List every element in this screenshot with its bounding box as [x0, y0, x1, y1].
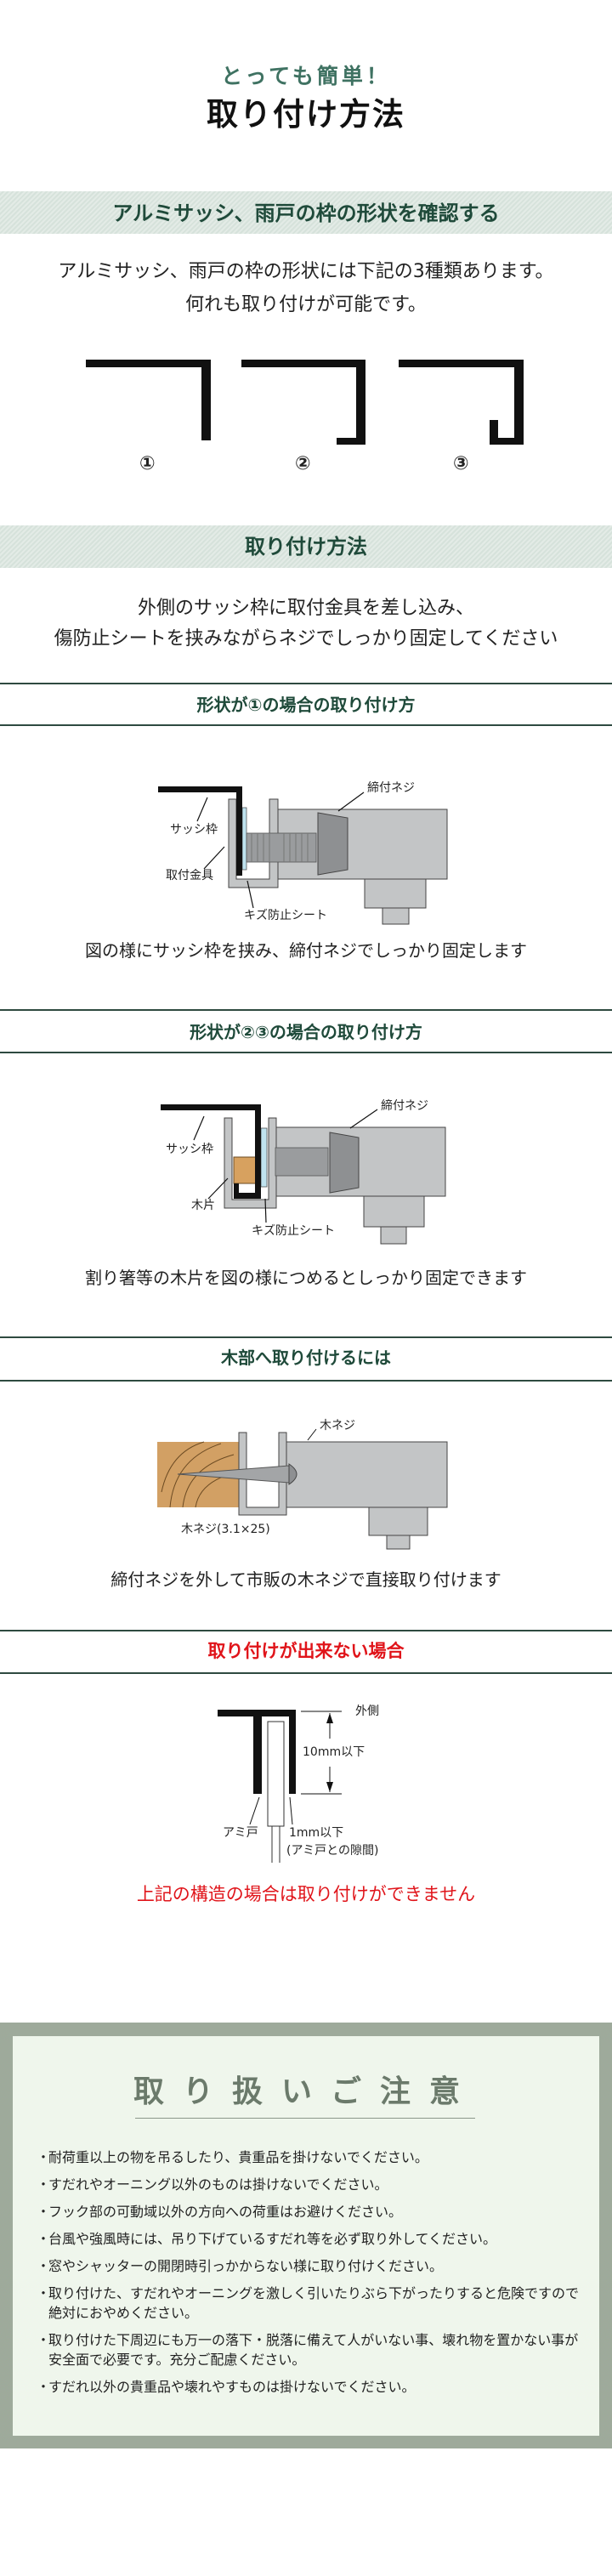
- notice-item: フック部の可動域以外の方向への荷重はお避けください。: [37, 2202, 589, 2221]
- not-possible-caption: 上記の構造の場合は取り付けができません: [136, 1884, 476, 1904]
- divider: [0, 1009, 612, 1011]
- shape-number-3: ③: [453, 453, 469, 474]
- frame-shapes-diagram: [86, 360, 524, 445]
- not-possible-label-gap-note: (アミ戸との隙間): [286, 1844, 379, 1858]
- case23-heading: 形状が②③の場合の取り付け方: [190, 1022, 422, 1042]
- not-possible-label-gap: 1mm以下: [289, 1826, 344, 1840]
- notice-item: すだれやオーニング以外のものは掛けないでください。: [37, 2175, 589, 2194]
- wood-piece: [233, 1156, 257, 1184]
- not-possible-label-depth: 10mm以下: [303, 1745, 366, 1759]
- wood-caption: 締付ネジを外して市販の木ネジで直接取り付けます: [110, 1569, 502, 1590]
- case1-label-sash: サッシ枠: [170, 823, 218, 837]
- case1-label-sheet: キズ防止シート: [244, 909, 327, 922]
- case1-heading: 形状が①の場合の取り付け方: [196, 695, 416, 715]
- frame-check-line-1: アルミサッシ、雨戸の枠の形状には下記の3種類あります。: [58, 261, 554, 282]
- divider: [0, 1336, 612, 1338]
- divider: [0, 1672, 612, 1674]
- not-possible-label-screen: アミ戸: [223, 1826, 258, 1840]
- divider: [0, 724, 612, 726]
- case23-diagram: [161, 1104, 446, 1245]
- frame-shape-3: [399, 360, 524, 445]
- tighten-knob: [317, 812, 348, 876]
- not-possible-diagram: [218, 1710, 342, 1863]
- case1-diagram: [158, 786, 448, 925]
- notice-item: 窓やシャッターの開閉時引っかからない様に取り付けください。: [37, 2256, 589, 2276]
- case1-label-bracket: 取付金具: [166, 869, 213, 882]
- case23-label-wood: 木片: [191, 1199, 215, 1212]
- not-possible-heading: 取り付けが出来ない場合: [207, 1641, 405, 1661]
- frame-check-line-2: 何れも取り付けが可能です。: [185, 294, 427, 315]
- notice-inner: 取り扱いご注意 耐荷重以上の物を吊るしたり、貴重品を掛けないでください。 すだれ…: [13, 2036, 599, 2436]
- notice-item: 取り付けた下周辺にも万一の落下・脱落に備えて人がいない事、壊れ物を置かない事が安…: [37, 2330, 589, 2369]
- frame-shape-2: [241, 360, 366, 445]
- method-banner: 取り付け方法: [0, 525, 612, 568]
- frame-shape-1: [86, 360, 211, 440]
- not-possible-label-outside: 外側: [355, 1705, 379, 1718]
- method-line-1: 外側のサッシ枠に取付金具を差し込み、: [137, 598, 474, 619]
- notice-item: すだれ以外の貴重品や壊れやすものは掛けないでください。: [37, 2377, 589, 2397]
- notice-item: 台風や強風時には、吊り下げているすだれ等を必ず取り外してください。: [37, 2229, 589, 2249]
- header-subtitle: とっても簡単！: [221, 64, 391, 88]
- case23-label-sash: サッシ枠: [166, 1143, 213, 1156]
- shape-number-1: ①: [139, 453, 156, 474]
- wood-heading: 木部へ取り付けるには: [221, 1348, 391, 1368]
- case1-caption: 図の様にサッシ枠を挟み、締付ネジでしっかり固定します: [85, 940, 527, 961]
- page-title: 取り付け方法: [207, 96, 405, 133]
- notice-title: 取り扱いご注意: [133, 2074, 479, 2109]
- case1-label-screw: 締付ネジ: [367, 781, 415, 795]
- case23-label-sheet: キズ防止シート: [252, 1224, 335, 1238]
- method-banner-text: 取り付け方法: [245, 535, 367, 559]
- case23-caption: 割り箸等の木片を図の様につめるとしっかり固定できます: [85, 1268, 527, 1288]
- divider: [0, 1380, 612, 1382]
- wood-label-screw-size: 木ネジ(3.1×25): [181, 1523, 270, 1536]
- frame-check-banner-text: アルミサッシ、雨戸の枠の形状を確認する: [112, 201, 500, 225]
- screw-thread: [246, 832, 317, 863]
- method-line-2: 傷防止シートを挟みながらネジでしっかり固定してください: [54, 628, 558, 650]
- notice-item: 耐荷重以上の物を吊るしたり、貴重品を掛けないでください。: [37, 2148, 589, 2167]
- divider: [0, 1052, 612, 1053]
- case23-label-screw: 締付ネジ: [381, 1099, 428, 1113]
- notice-list: 耐荷重以上の物を吊るしたり、貴重品を掛けないでください。 すだれやオーニング以外…: [37, 2148, 589, 2404]
- notice-box: 取り扱いご注意 耐荷重以上の物を吊るしたり、貴重品を掛けないでください。 すだれ…: [0, 2023, 612, 2448]
- frame-check-banner: アルミサッシ、雨戸の枠の形状を確認する: [0, 191, 612, 234]
- wood-diagram: [157, 1428, 448, 1550]
- divider: [0, 683, 612, 684]
- divider: [0, 1630, 612, 1631]
- notice-item: 取り付けた、すだれやオーニングを激しく引いたりぶら下がったりすると危険ですので絶…: [37, 2284, 589, 2323]
- shape-number-2: ②: [295, 453, 311, 474]
- notice-title-underline: [135, 2118, 475, 2119]
- wood-label-screw: 木ネジ: [320, 1419, 355, 1433]
